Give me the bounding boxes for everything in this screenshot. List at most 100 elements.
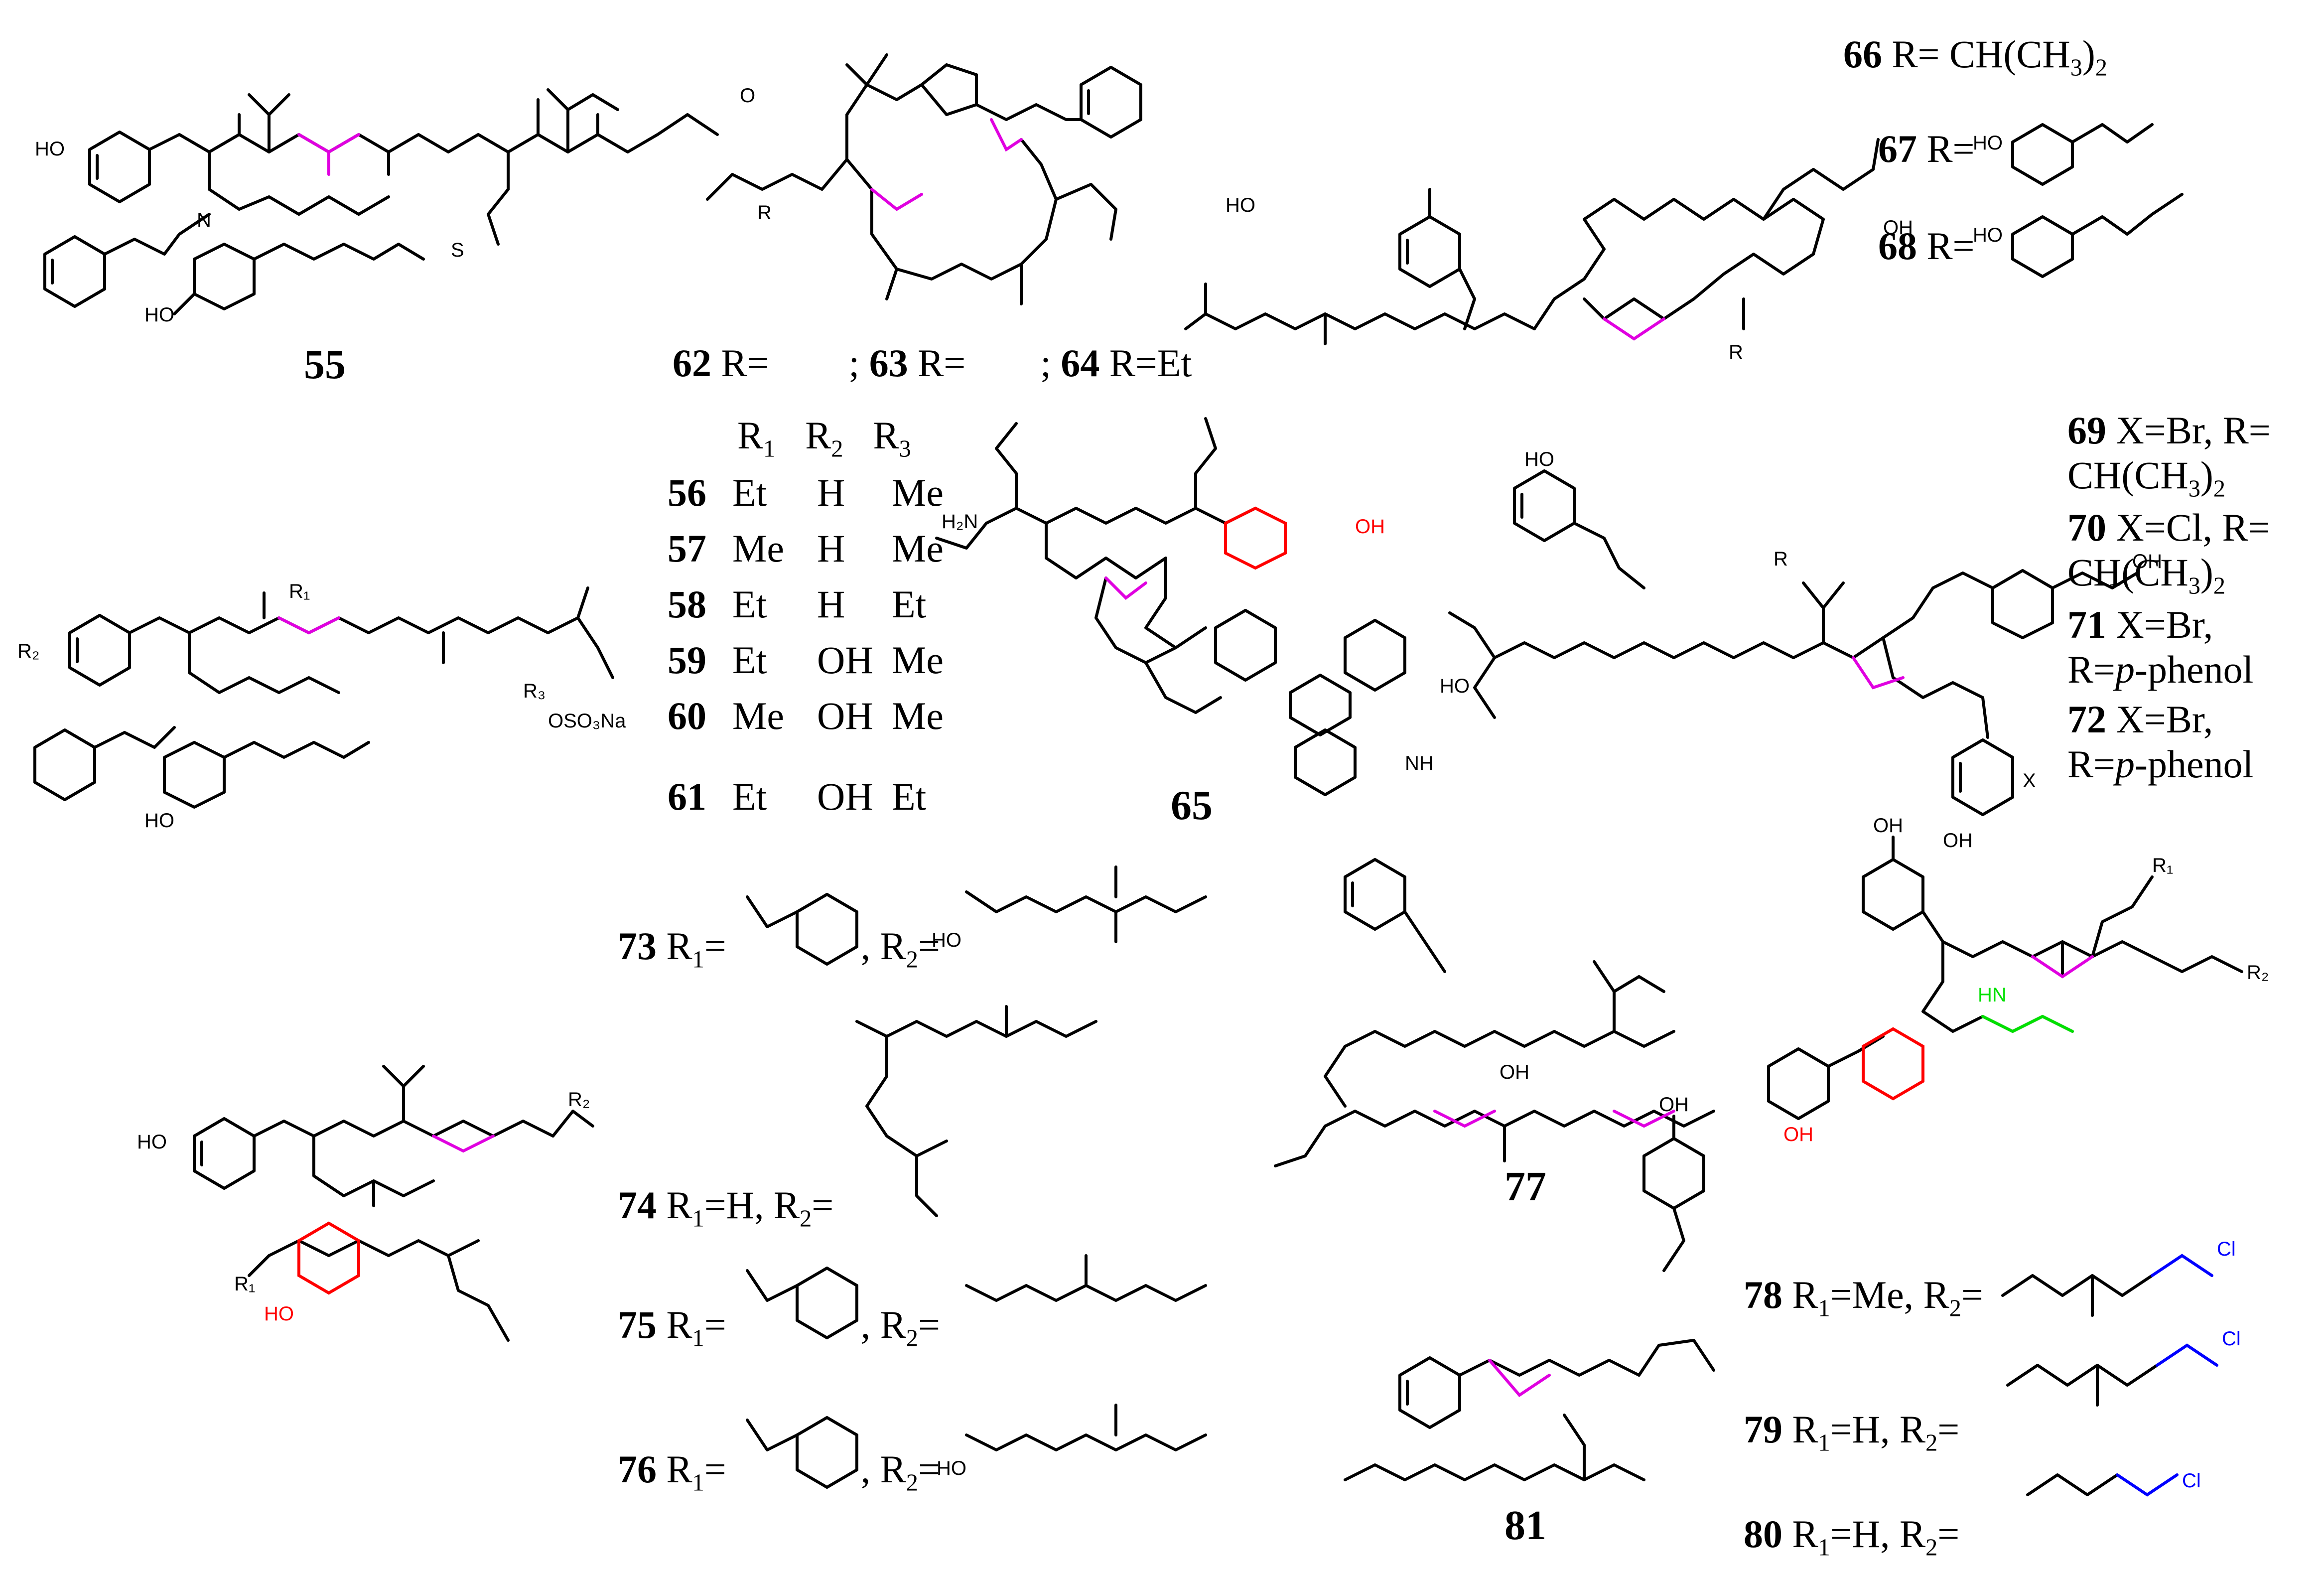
atom-ho-56: HO xyxy=(144,810,174,832)
table-cell-a: Et xyxy=(732,638,767,682)
table-cell-c: Et xyxy=(892,775,927,818)
atom-ho-55b: HO xyxy=(144,304,174,326)
ester-56 xyxy=(277,616,340,635)
caption-74: 74 R1=H, R2= xyxy=(618,1183,834,1232)
ester-66 xyxy=(1603,317,1665,341)
table-cell-n: 59 xyxy=(668,638,706,682)
table-cell-b: OH xyxy=(817,694,873,737)
structure-56-61 xyxy=(33,586,614,809)
atom-r3-56: R₃ xyxy=(523,680,546,702)
structure-73-76 xyxy=(193,1065,594,1342)
label-81: 81 xyxy=(1504,1502,1546,1549)
substituents-73-76 xyxy=(746,865,1207,1489)
table-cell-n: 56 xyxy=(668,471,706,514)
atom-ho-67: HO xyxy=(1973,132,2003,154)
table-cell-c: Me xyxy=(892,638,944,682)
table-cell-a: Et xyxy=(732,775,767,818)
atom-cl-78: Cl xyxy=(2217,1238,2236,1260)
table-cell-n: 60 xyxy=(668,694,706,737)
structure-77 xyxy=(1274,858,1715,1167)
atom-oh-69b: OH xyxy=(1943,830,1973,852)
table-cell-c: Me xyxy=(892,471,944,514)
atom-r-66: R xyxy=(1729,341,1743,363)
table-cell-n: 61 xyxy=(668,775,706,818)
atom-ho-73s: HO xyxy=(932,929,961,951)
atom-s-55: S xyxy=(451,239,464,261)
structure-65 xyxy=(935,417,1406,796)
structure-78-80 xyxy=(1767,836,2243,1120)
structure-66-68 xyxy=(1184,138,1880,345)
structure-62-64 xyxy=(706,53,1142,305)
caption-67: 67 R= xyxy=(1878,127,1975,170)
atom-ho-55: HO xyxy=(35,138,65,160)
atom-r1-73: R₁ xyxy=(234,1273,255,1295)
atom-hn-78: HN xyxy=(1978,984,2007,1006)
atom-r-69: R xyxy=(1774,548,1788,570)
atom-ho-73b: HO xyxy=(264,1303,294,1325)
label-65: 65 xyxy=(1171,782,1213,829)
table-cell-a: Me xyxy=(732,527,784,570)
caption-70: 70 X=Cl, R= xyxy=(2067,506,2270,549)
atom-r1-78: R₁ xyxy=(2152,855,2173,876)
atom-oh-69: OH xyxy=(2132,551,2162,572)
caption-75: 75 R1=, R2= xyxy=(618,1303,940,1352)
atom-cl-80: Cl xyxy=(2182,1470,2201,1492)
atom-ho-73: HO xyxy=(137,1131,167,1153)
caption-69: 69 X=Br, R= xyxy=(2067,409,2271,452)
table-cell-n: 57 xyxy=(668,527,706,570)
table-cell-c: Me xyxy=(892,694,944,737)
ahp-78 xyxy=(1862,1027,1924,1101)
atom-oh-78b: OH xyxy=(1783,1124,1813,1145)
atom-oh-78: OH xyxy=(1873,815,1903,837)
table-cell-b: OH xyxy=(817,638,873,682)
caption-66: 66 R= CH(CH3)2 xyxy=(1843,32,2108,81)
ahp-73 xyxy=(297,1221,360,1295)
atom-oh-81: OH xyxy=(1659,1094,1689,1116)
table-cell-c: Et xyxy=(892,582,927,626)
table-cell-b: OH xyxy=(817,775,873,818)
ester-77b xyxy=(1613,1110,1675,1128)
dehydro-78 xyxy=(1981,1014,2074,1033)
caption-80: 80 R1=H, R2= xyxy=(1744,1512,1960,1561)
table-cell-a: Et xyxy=(732,582,767,626)
atom-r2-56: R₂ xyxy=(17,640,39,662)
table-cell-a: Et xyxy=(732,471,767,514)
table-cell-b: H xyxy=(817,471,845,514)
ester-81 xyxy=(1488,1359,1551,1397)
caption-73: 73 R1=, R2= xyxy=(618,924,940,973)
atom-o-55: O xyxy=(740,85,755,107)
ester-62b xyxy=(990,118,1023,152)
label-77: 77 xyxy=(1504,1163,1546,1210)
ester-77a xyxy=(1433,1110,1496,1128)
ahp-65 xyxy=(1224,506,1287,570)
atom-ho-76s: HO xyxy=(937,1457,966,1479)
atom-r-62: R xyxy=(757,202,772,224)
chloro-80 xyxy=(2116,1473,2179,1497)
atom-ho-66: HO xyxy=(1226,194,1255,216)
substituent-67-68 xyxy=(2011,123,2184,278)
atom-r1-56: R₁ xyxy=(289,580,310,602)
ester-62 xyxy=(870,188,923,211)
atom-ho-69: HO xyxy=(1524,448,1554,470)
structure-55 xyxy=(43,88,719,315)
chloro-78 xyxy=(2151,1254,2213,1277)
table-cell-b: H xyxy=(817,527,845,570)
atom-r2-73: R₂ xyxy=(568,1089,590,1111)
caption-71: 71 X=Br, xyxy=(2067,603,2213,646)
caption-71b: R=p-phenol xyxy=(2067,648,2254,691)
atom-oh-65: OH xyxy=(1355,516,1385,538)
table-cell-a: Me xyxy=(732,694,784,737)
atom-h2n-65: H₂N xyxy=(942,511,978,533)
caption-70b: CH(CH3)2 xyxy=(2067,551,2226,599)
chloro-79 xyxy=(2156,1343,2218,1367)
caption-76: 76 R1=, R2= xyxy=(618,1447,940,1496)
caption-72b: R=p-phenol xyxy=(2067,742,2254,786)
structure-69-72 xyxy=(1448,469,2139,816)
caption-72: 72 X=Br, xyxy=(2067,698,2213,741)
substituents-78-80 xyxy=(2001,1274,2159,1496)
table-cell-b: H xyxy=(817,582,845,626)
ester-73 xyxy=(432,1135,495,1153)
